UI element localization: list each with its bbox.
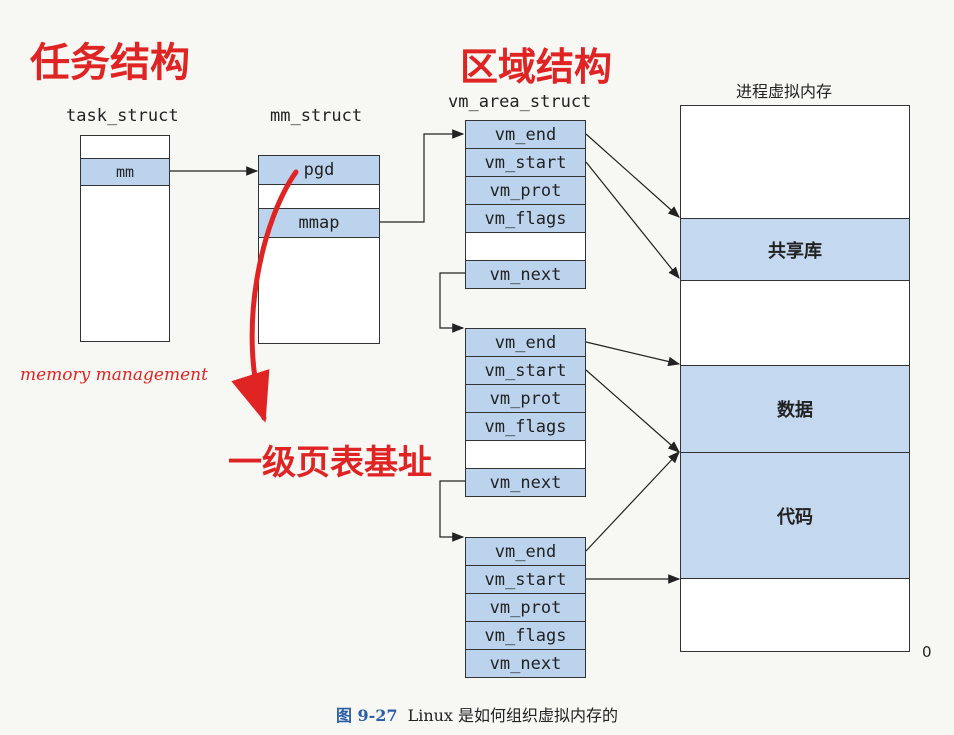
- vm-area-struct-title: vm_area_struct: [448, 92, 592, 112]
- arrow-area-2-end: [585, 341, 681, 367]
- segment-code: 代码: [680, 452, 910, 579]
- figure-caption: 图 9-27 Linux 是如何组织虚拟内存的: [0, 702, 954, 726]
- arrow-area-1-start: [585, 161, 680, 279]
- vm-area-1-vm-prot: vm_prot: [465, 176, 586, 205]
- mm-struct-pgd-field: pgd: [258, 155, 380, 185]
- arrow-area-3-end: [585, 451, 680, 552]
- mm-struct-mmap-field: mmap: [258, 208, 380, 238]
- process-vm-box: 共享库 数据 代码: [680, 105, 910, 652]
- task-struct-mm-field: mm: [80, 158, 170, 186]
- vm-area-3-vm-prot: vm_prot: [465, 593, 586, 622]
- vm-area-1-vm-flags: vm_flags: [465, 204, 586, 233]
- vm-area-2: vm_end vm_start vm_prot vm_flags vm_next: [465, 328, 586, 497]
- vm-area-1-vm-next: vm_next: [465, 260, 586, 289]
- vm-area-3: vm_end vm_start vm_prot vm_flags vm_next: [465, 537, 586, 678]
- figure-number: 图 9-27: [335, 706, 398, 725]
- arrow-next-1: [439, 272, 465, 333]
- vm-area-2-vm-flags: vm_flags: [465, 412, 586, 441]
- vm-area-2-vm-start: vm_start: [465, 356, 586, 385]
- process-vm-title: 进程虚拟内存: [736, 82, 833, 101]
- arrow-area-1-end: [585, 133, 680, 218]
- arrow-next-2: [439, 480, 465, 542]
- vm-area-1: vm_end vm_start vm_prot vm_flags vm_next: [465, 120, 586, 289]
- vm-area-2-vm-end: vm_end: [465, 328, 586, 357]
- annotation-task-structure: 任务结构: [30, 40, 190, 86]
- arrow-area-2-start: [585, 369, 680, 453]
- segment-data: 数据: [680, 365, 910, 453]
- arrow-mmap-to-vm-area-1: [380, 129, 465, 223]
- address-zero-label: 0: [922, 643, 932, 661]
- vm-area-1-vm-start: vm_start: [465, 148, 586, 177]
- figure-caption-text: Linux 是如何组织虚拟内存的: [407, 706, 619, 725]
- vm-area-2-vm-next: vm_next: [465, 468, 586, 497]
- vm-area-3-vm-start: vm_start: [465, 565, 586, 594]
- task-struct-title: task_struct: [66, 106, 179, 126]
- segment-shared-libraries: 共享库: [680, 218, 910, 281]
- vm-area-2-vm-prot: vm_prot: [465, 384, 586, 413]
- red-annotation-arrow: [231, 169, 299, 423]
- mm-struct-title: mm_struct: [270, 106, 363, 126]
- annotation-memory-management: memory management: [20, 365, 208, 385]
- annotation-area-structure: 区域结构: [460, 45, 613, 89]
- annotation-first-level-page-table: 一级页表基址: [228, 443, 432, 483]
- vm-area-3-vm-next: vm_next: [465, 649, 586, 678]
- mm-struct-box: pgd mmap: [258, 155, 380, 344]
- task-struct-box: mm: [80, 135, 170, 342]
